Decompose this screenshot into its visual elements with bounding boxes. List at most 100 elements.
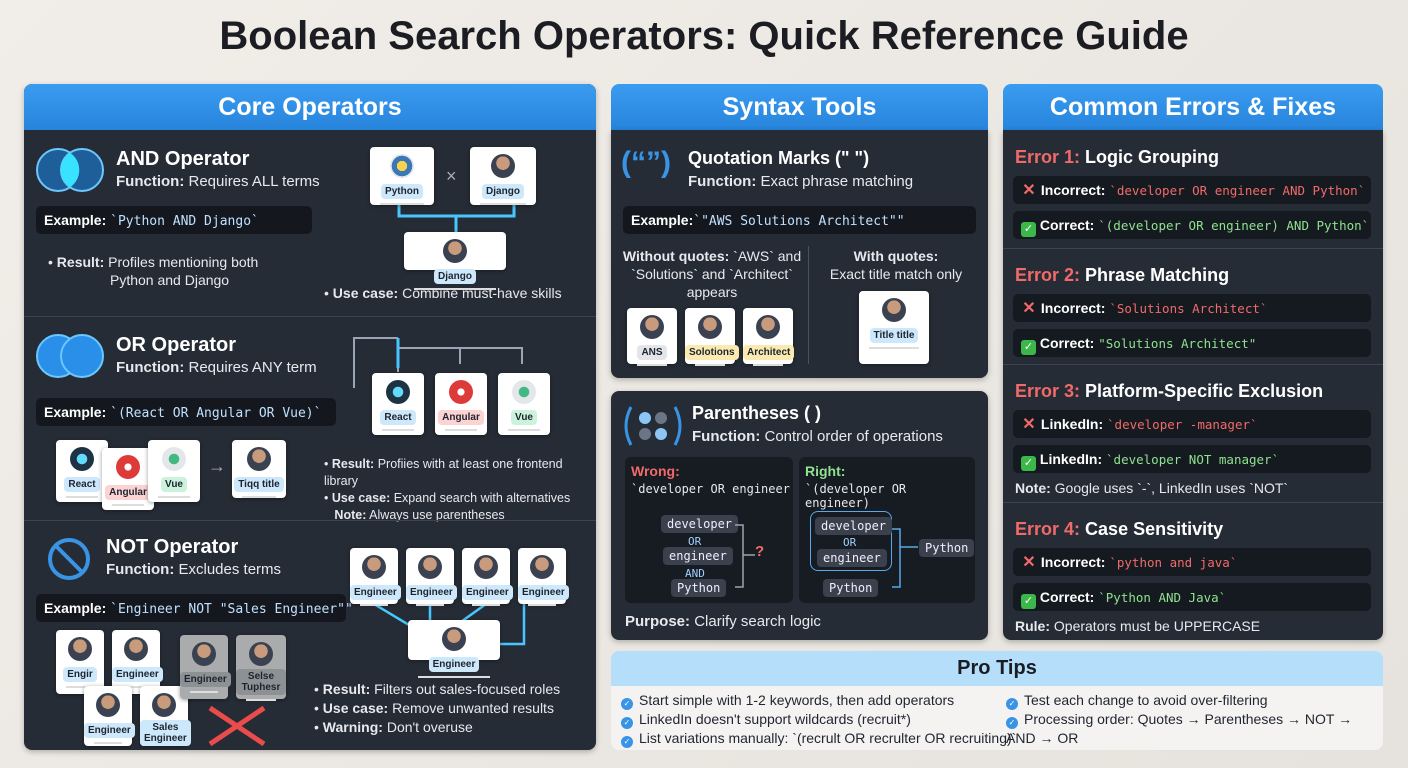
not-example: Example: `Engineer NOT "Sales Engineer"": [36, 594, 353, 622]
card-label: Angular: [438, 410, 484, 425]
error-label: Error 4:: [1015, 519, 1081, 539]
card-label: Engineer: [406, 585, 457, 600]
avatar: [530, 555, 554, 579]
card-line: [94, 742, 122, 744]
profile-card: Angular: [435, 373, 487, 435]
profile-card: Engir: [56, 630, 104, 694]
term-developer: developer: [815, 517, 893, 535]
logo-icon: [162, 447, 186, 471]
row-code: `developer NOT manager`: [1106, 452, 1280, 467]
check-circle-icon: ✓: [621, 736, 633, 748]
check-circle-icon: ✓: [1006, 717, 1018, 729]
row-label: Correct:: [1039, 589, 1095, 605]
check-circle-icon: ✓: [621, 698, 633, 710]
profile-card: Engineer: [406, 548, 457, 606]
card-line: [445, 429, 477, 431]
profile-card: Engineer: [350, 548, 401, 606]
logo-icon: [386, 380, 410, 404]
tip-text: LinkedIn doesn't support wildcards (recr…: [639, 711, 911, 727]
error-label: Error 3:: [1015, 381, 1081, 401]
error-title: Platform-Specific Exclusion: [1085, 381, 1324, 401]
error-title: Logic Grouping: [1085, 147, 1220, 167]
or-function: Function: Requires ANY term: [116, 359, 317, 376]
pro-tips-panel: Pro Tips ✓Start simple with 1-2 keywords…: [611, 651, 1383, 750]
card-line: [637, 364, 667, 366]
card-label: Engineer: [518, 585, 569, 600]
right-label: Right:: [805, 463, 846, 479]
avatar: [192, 642, 216, 666]
card-line: [414, 288, 496, 290]
check-circle-icon: ✓: [621, 717, 633, 729]
profile-card: Solotions: [685, 308, 739, 366]
avatar: [96, 693, 120, 717]
tip-text: Processing order: Quotes → Parentheses →…: [1006, 711, 1353, 746]
check-icon: ✓: [1021, 340, 1036, 355]
card-label: Title title: [869, 328, 919, 343]
avatar: [362, 555, 386, 579]
parentheses-card: Parentheses ( ) Function: Control order …: [611, 391, 988, 640]
tip-item: ✓ LinkedIn doesn't support wildcards (rec…: [621, 710, 1016, 729]
not-prohibited-icon: [48, 538, 90, 580]
profile-card: Tiqq title: [232, 440, 286, 498]
card-line: [695, 364, 725, 366]
card-line: [112, 504, 144, 506]
profile-card: Engineer: [180, 635, 231, 699]
card-label: React: [380, 410, 416, 425]
parentheses-function: Function: Control order of operations: [692, 428, 943, 445]
incorrect-row: ✕ Incorrect: `python and java`: [1013, 548, 1371, 576]
incorrect-row: ✕ LinkedIn: `developer -manager`: [1013, 410, 1371, 438]
card-label: ANS: [637, 345, 667, 360]
profile-card: ANS: [627, 308, 677, 366]
tip-item: ✓List variations manually: `(recrult OR …: [621, 729, 1016, 748]
not-title: NOT Operator: [106, 536, 239, 558]
or-title: OR Operator: [116, 334, 237, 356]
error-label: Error 1:: [1015, 147, 1081, 167]
right-code: `(developer OR engineer): [805, 482, 907, 510]
logo-icon: [116, 455, 140, 479]
note-text: Operators must be UPPERCASE: [1053, 618, 1261, 634]
result-python: Python: [919, 539, 975, 557]
wrong-box: Wrong: `developer OR engineer developer …: [625, 457, 793, 603]
avatar: [68, 637, 92, 661]
quotation-marks-card: (“”) Quotation Marks (" ") Function: Exa…: [611, 130, 988, 378]
and-example: Example: `Python AND Django`: [36, 206, 312, 234]
row-code: `Solutions Architect`: [1109, 301, 1268, 316]
term-python: Python: [823, 579, 879, 597]
pro-tips-header: Pro Tips: [611, 651, 1383, 686]
card-label: Engineer: [428, 657, 480, 672]
card-line: [158, 496, 190, 498]
core-operators-panel: Core Operators AND Operator Function: Re…: [24, 84, 596, 750]
error-2-title: Error 2: Phrase Matching: [1015, 265, 1229, 286]
profile-card: Selse Tuphesr: [236, 635, 286, 701]
card-label: Vue: [511, 410, 537, 425]
check-icon: ✓: [1021, 222, 1036, 237]
card-label: Django: [482, 184, 524, 199]
parentheses-icon: [624, 406, 682, 446]
avatar: [442, 627, 466, 651]
card-line: [246, 699, 276, 701]
term-python: Python: [671, 579, 727, 597]
divider: [1003, 364, 1383, 365]
term-or: OR: [688, 535, 702, 548]
avatar: [249, 642, 273, 666]
error-1-title: Error 1: Logic Grouping: [1015, 147, 1219, 168]
divider: [1003, 502, 1383, 503]
page-title: Boolean Search Operators: Quick Referenc…: [219, 14, 1189, 58]
divider: [1003, 248, 1383, 249]
avatar: [640, 315, 664, 339]
profile-card: Python: [370, 147, 434, 205]
or-notes: • Result: Profiies with at least one fro…: [324, 457, 571, 522]
card-line: [382, 429, 414, 431]
logo-icon: [70, 447, 94, 471]
card-label: Django: [434, 269, 476, 284]
or-connector: [353, 337, 523, 388]
common-errors-panel: Error 1: Logic Grouping✕ Incorrect: `dev…: [1003, 130, 1383, 640]
arrow-right-icon: →: [208, 456, 226, 476]
card-line: [66, 496, 98, 498]
term-and: AND: [685, 567, 705, 580]
error-3-title: Error 3: Platform-Specific Exclusion: [1015, 381, 1323, 402]
note-label: Note:: [1015, 480, 1051, 496]
logo-icon: [390, 154, 414, 178]
profile-card: React: [372, 373, 424, 435]
